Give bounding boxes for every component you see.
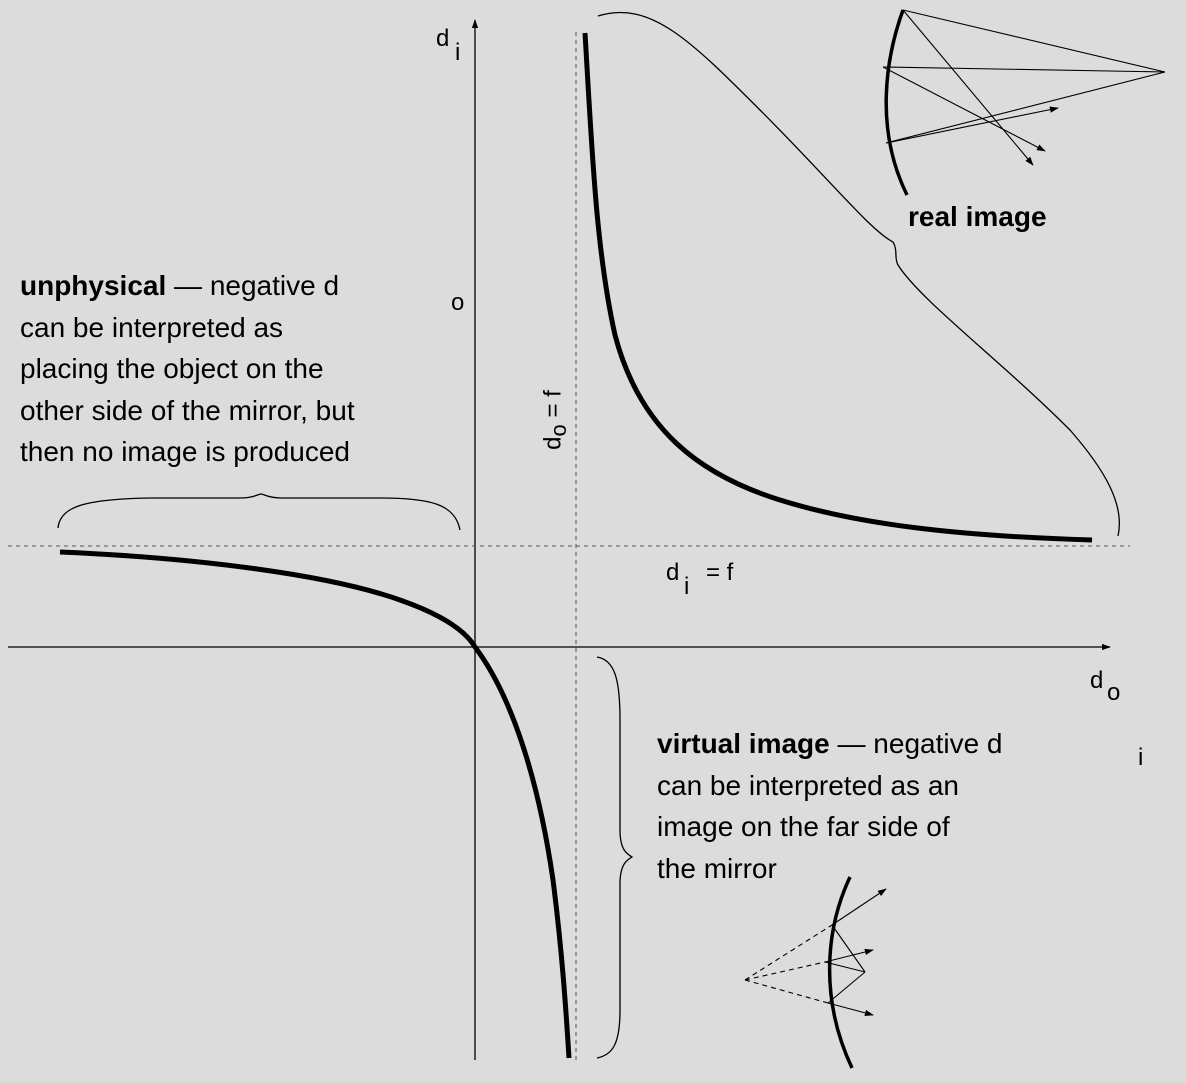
do-axis-label: d bbox=[1090, 667, 1104, 694]
virtual-image-text: virtual image — negative d can be interp… bbox=[657, 723, 1003, 889]
unphysical-brace bbox=[57, 493, 461, 531]
real-image-brace bbox=[597, 11, 1120, 537]
unphysical-text: unphysical — negative d can be interpret… bbox=[20, 265, 355, 473]
horizontal-asymptote-label: d bbox=[666, 559, 680, 586]
di-axis-label-main: d bbox=[436, 25, 450, 52]
horizontal-asymptote-label-subscript: i bbox=[684, 573, 690, 600]
real-image-label: real image bbox=[908, 201, 1047, 232]
virtual-image-mirror-sketch bbox=[744, 876, 887, 1069]
real-image-mirror-sketch bbox=[882, 9, 1166, 196]
do-axis-label-subscript: o bbox=[1107, 679, 1121, 706]
virtual-image-brace bbox=[596, 656, 634, 1059]
concave-mirror bbox=[884, 9, 909, 196]
real-image-curve bbox=[582, 32, 1093, 543]
di-axis-label-subscript: i bbox=[455, 39, 461, 66]
di-axis-label: d bbox=[436, 18, 449, 60]
vertical-asymptote-label: do = f bbox=[539, 390, 572, 450]
virtual-subscript: i bbox=[1138, 744, 1144, 771]
horizontal-asymptote-label-rest: = f bbox=[706, 559, 734, 586]
lower-left-curve bbox=[59, 549, 572, 1059]
virtual-line-1: virtual image — negative d bbox=[657, 728, 1003, 759]
unphysical-subscript: o bbox=[451, 289, 465, 316]
convex-mirror bbox=[827, 876, 854, 1069]
unphysical-line-1: unphysical — negative d bbox=[20, 270, 340, 301]
